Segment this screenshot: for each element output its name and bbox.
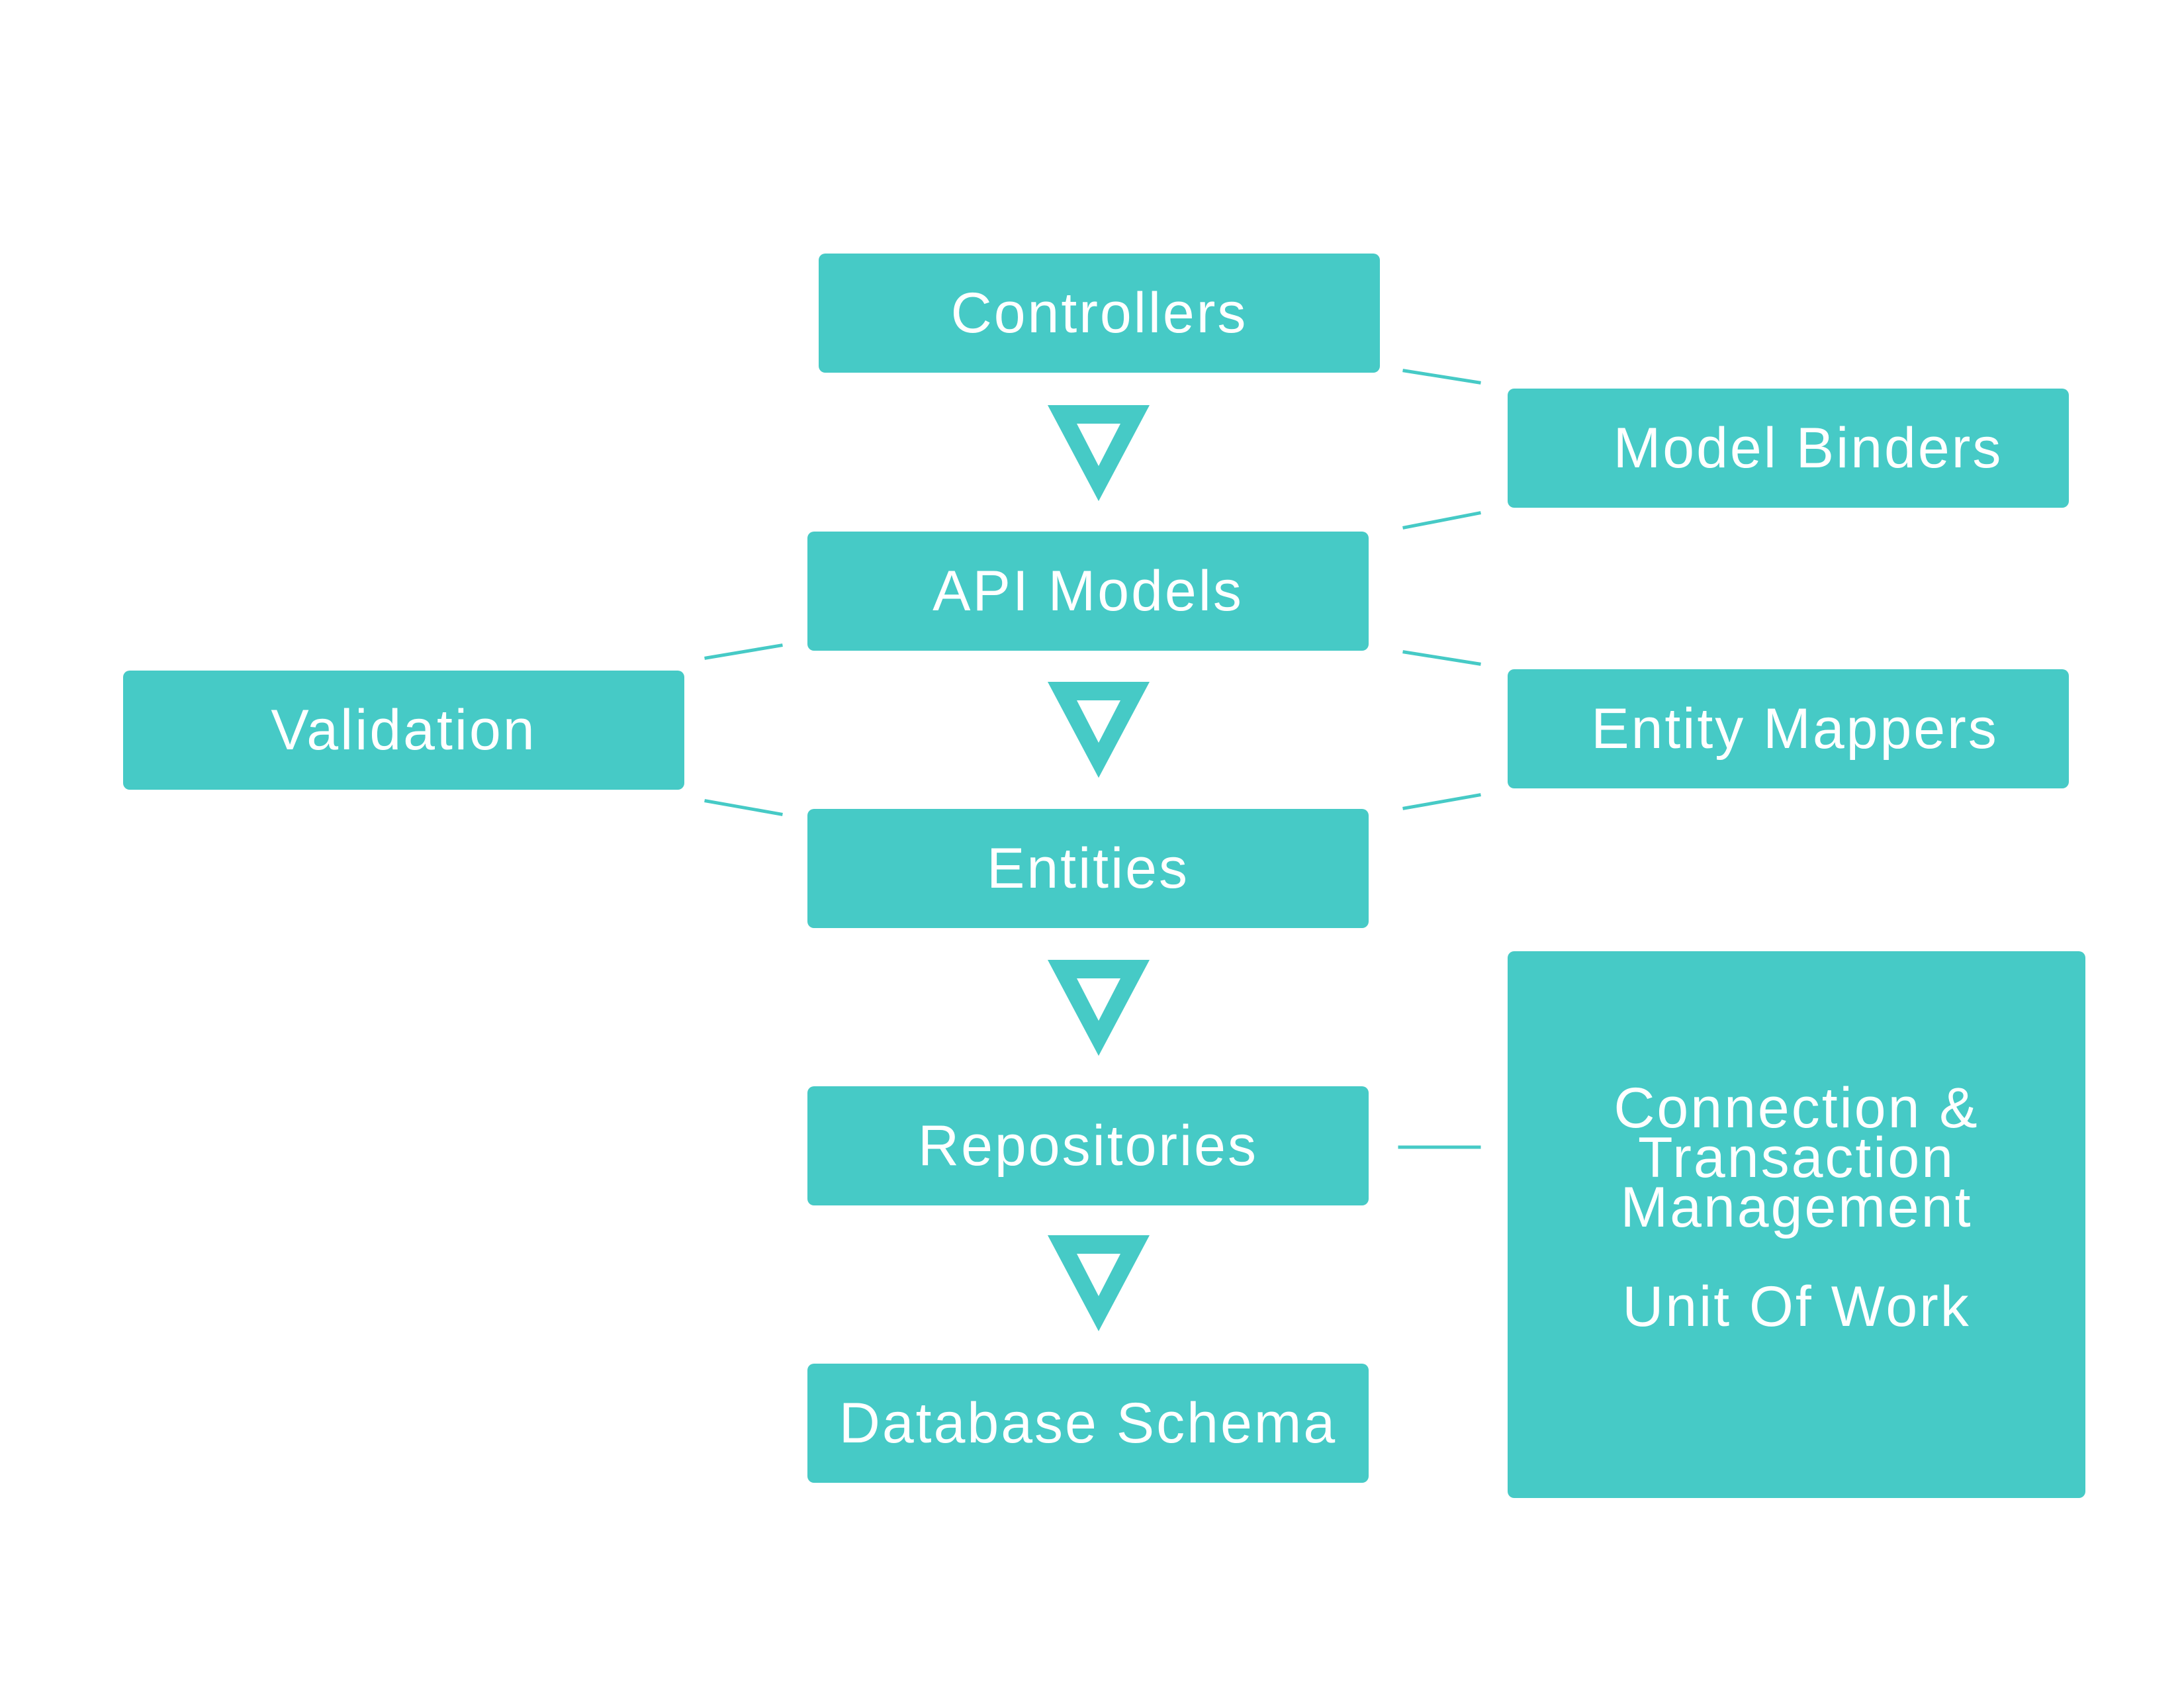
controllers-label: Controllers [950, 281, 1248, 345]
connector-api-models-entity-mappers [1402, 650, 1481, 666]
validation-label: Validation [271, 698, 537, 762]
api-models-label: API Models [933, 559, 1244, 623]
controllers-box: Controllers [819, 254, 1380, 373]
validation-box: Validation [123, 671, 684, 790]
database-schema-label: Database Schema [839, 1391, 1338, 1455]
entity-mappers-label: Entity Mappers [1591, 697, 1999, 761]
flow-arrow-icon-2 [1048, 682, 1150, 778]
model-binders-label: Model Binders [1613, 416, 2003, 480]
flow-arrow-icon-3 [1048, 960, 1150, 1056]
connector-validation-entities [704, 799, 783, 816]
repositories-box: Repositories [807, 1086, 1369, 1205]
database-schema-box: Database Schema [807, 1364, 1369, 1483]
connector-validation-api-models [704, 643, 783, 660]
unit-of-work-label: Unit Of Work [1622, 1275, 1971, 1339]
repositories-label: Repositories [918, 1114, 1258, 1178]
connector-entities-entity-mappers [1402, 793, 1481, 810]
connection-management-box: Connection & Transaction Management Unit… [1508, 951, 2085, 1498]
entities-label: Entities [986, 837, 1190, 900]
connector-api-models-model-binders [1402, 511, 1481, 530]
connection-management-label: Connection & Transaction Management [1614, 1076, 1979, 1239]
flow-arrow-icon-1 [1048, 405, 1150, 501]
connector-controllers-model-binders [1402, 369, 1481, 385]
entities-box: Entities [807, 809, 1369, 928]
entity-mappers-box: Entity Mappers [1508, 669, 2069, 788]
api-models-box: API Models [807, 532, 1369, 651]
model-binders-box: Model Binders [1508, 389, 2069, 508]
flow-arrow-icon-4 [1048, 1235, 1150, 1331]
